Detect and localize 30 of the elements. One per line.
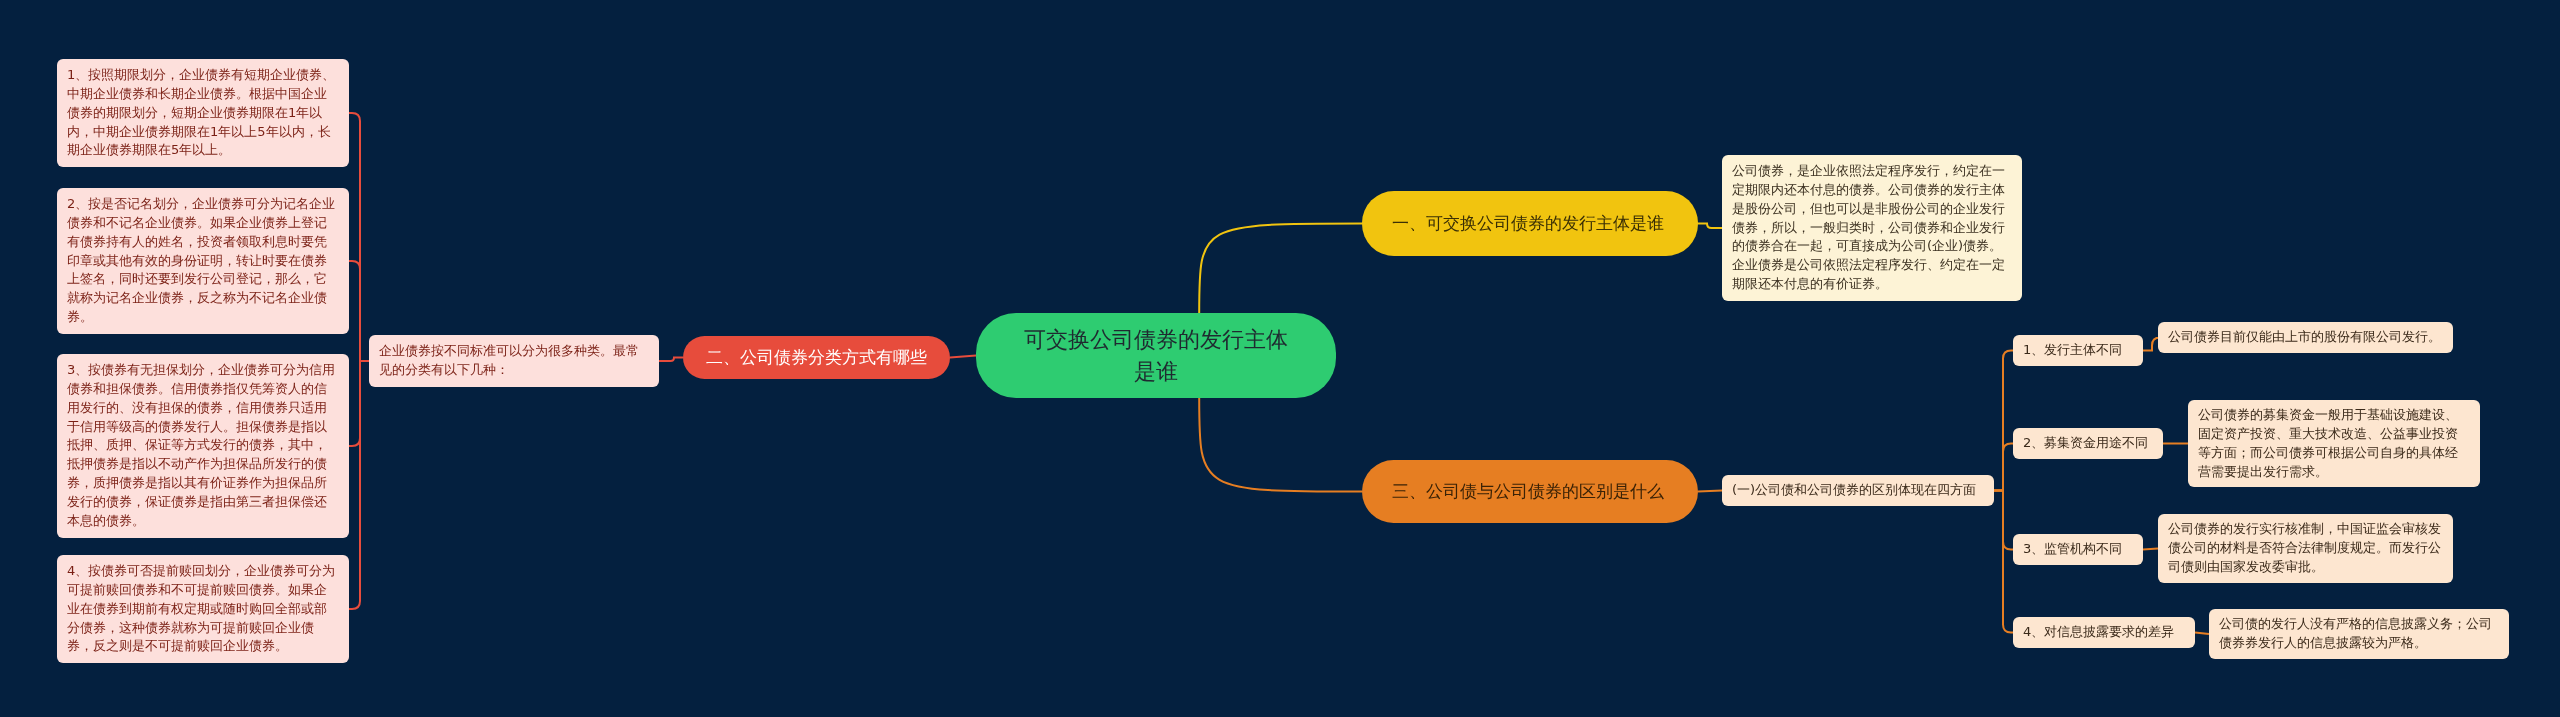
- branch-topic: 二、公司债券分类方式有哪些: [683, 336, 950, 379]
- note-card: 2、按是否记名划分，企业债券可分为记名企业债券和不记名企业债券。如果企业债券上登记有债券持有人的姓名，投资者领取利息时要凭印章或其他有效的身份证明，转让时要在债券上签名，同时还要到发行公司登记，那么，它就称为记名企业债券，反之称为不记名企业债券。: [57, 188, 349, 334]
- connector-line: [1198, 222, 1363, 314]
- note-card: 企业债券按不同标准可以分为很多种类。最常见的分类有以下几种：: [369, 335, 659, 387]
- connector-line: [2142, 547, 2159, 551]
- connector-line: [2194, 631, 2210, 635]
- connector-line: [949, 354, 977, 359]
- subtopic-card: 2、募集资金用途不同: [2013, 428, 2163, 459]
- subtopic-card: 公司债的发行人没有严格的信息披露义务；公司债券券发行人的信息披露较为严格。: [2209, 609, 2509, 659]
- subtopic-card: 公司债券的发行实行核准制，中国证监会审核发债公司的材料是否符合法律制度规定。而发行公司债则由国家发改委审批。: [2158, 514, 2453, 583]
- note-card: 公司债券，是企业依照法定程序发行，约定在一定期限内还本付息的债券。公司债券的发行主体是股份公司，但也可以是非股份公司的企业发行债券，所以，一般归类时，公司债券和企业发行的债券合在一起，可直接成为公司(企业)债券。企业债券是公司依照法定程序发行、约定在一定期限还本付息的有价证券。: [1722, 155, 2022, 301]
- note-card: 1、按照期限划分，企业债券有短期企业债券、中期企业债券和长期企业债券。根据中国企业债券的期限划分，短期企业债券期限在1年以内，中期企业债券期限在1年以上5年以内，长期企业债券期限在5年以上。: [57, 59, 349, 168]
- central-topic: 可交换公司债券的发行主体是谁: [976, 313, 1336, 398]
- subtopic-card: 1、发行主体不同: [2013, 335, 2143, 366]
- connector-line: [1198, 397, 1363, 493]
- branch-topic: 一、可交换公司债券的发行主体是谁: [1362, 191, 1698, 256]
- branch-topic: 三、公司债与公司债券的区别是什么: [1362, 460, 1698, 523]
- connector-line: [348, 360, 370, 610]
- connector-line: [1993, 489, 2014, 634]
- note-card: 3、按债券有无担保划分，企业债券可分为信用债券和担保债券。信用债券指仅凭筹资人的信用发行的、没有担保的债券，信用债券只适用于信用等级高的债券发行人。担保债券是指以抵押、质押、保证等方式发行的债券，其中，抵押债券是指以不动产作为担保品所发行的债券，质押债券是指以其有价证券作为担保品所发行的债券，保证债券是指由第三者担保偿还本息的债券。: [57, 354, 349, 538]
- connector-line: [2162, 442, 2189, 445]
- subtopic-card: 3、监管机构不同: [2013, 534, 2143, 565]
- connector-line: [1697, 489, 1723, 493]
- connector-line: [658, 356, 684, 362]
- note-card: 4、按债券可否提前赎回划分，企业债券可分为可提前赎回债券和不可提前赎回债券。如果企业在债券到期前有权定期或随时购回全部或部分债券，这种债券就称为可提前赎回企业债券，反之则是不可提前赎回企业债券。: [57, 555, 349, 664]
- subtopic-card: 公司债券目前仅能由上市的股份有限公司发行。: [2158, 322, 2453, 353]
- subtopic-card: 公司债券的募集资金一般用于基础设施建设、固定资产投资、重大技术改造、公益事业投资等方面；而公司债券可根据公司自身的具体经营需要提出发行需求。: [2188, 400, 2480, 488]
- subtopic-card: (一)公司债和公司债券的区别体现在四方面: [1722, 475, 1994, 506]
- subtopic-card: 4、对信息披露要求的差异: [2013, 617, 2195, 648]
- connector-line: [1697, 222, 1723, 229]
